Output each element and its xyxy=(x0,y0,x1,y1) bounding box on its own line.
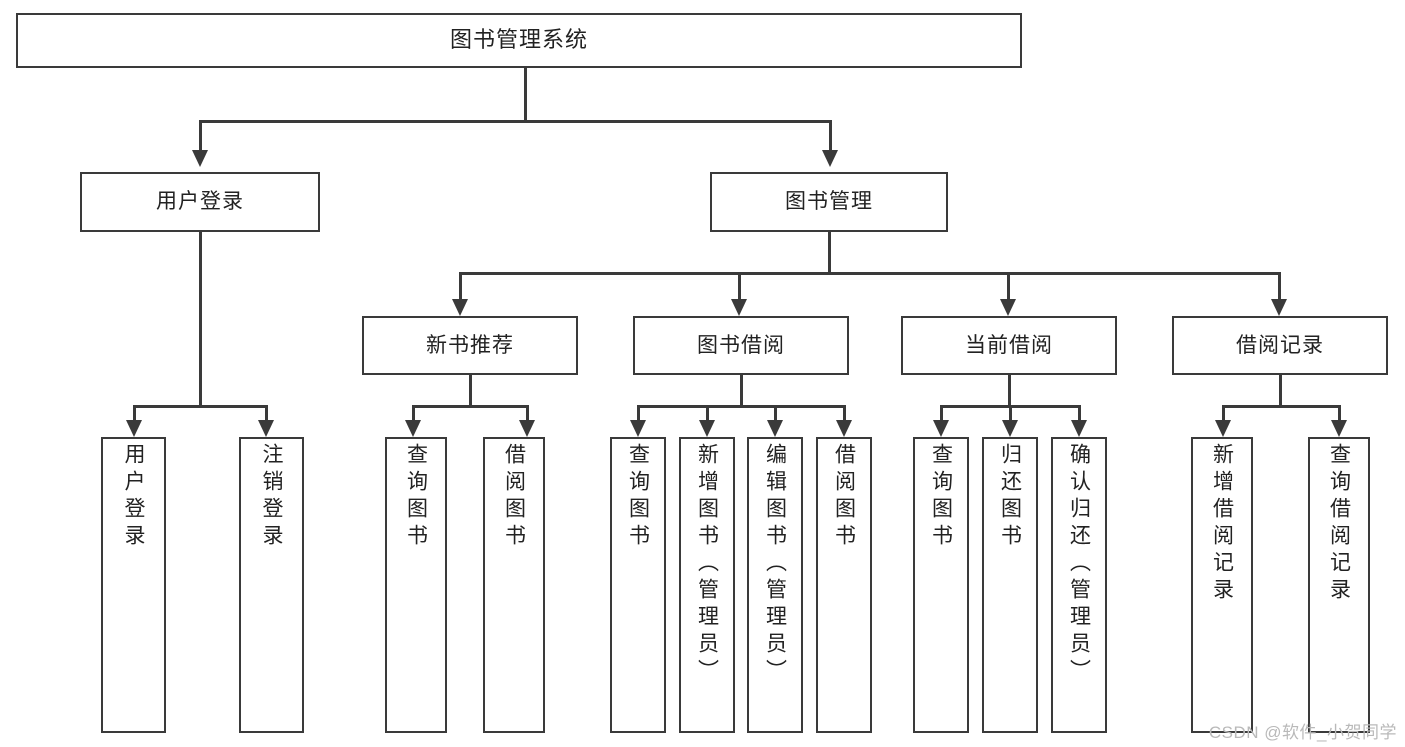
connector-bookmgmt-to-borrow xyxy=(738,272,741,299)
arrowhead-borrow-leaf4 xyxy=(836,420,852,437)
arrowhead-to-userlogin xyxy=(192,150,208,167)
arrowhead-newbook-leaf2 xyxy=(519,420,535,437)
node-label: 确认归还（管理员） xyxy=(1067,443,1091,686)
arrowhead-userlogin-leaf1 xyxy=(126,420,142,437)
node-label: 图书借阅 xyxy=(697,333,785,357)
connector-borrow-stem xyxy=(740,375,743,405)
leaf-confirm-return-admin[interactable]: 确认归还（管理员） xyxy=(1051,437,1107,733)
connector-record-leaf1 xyxy=(1222,405,1225,420)
connector-record-bar xyxy=(1222,405,1340,408)
node-label: 编辑图书（管理员） xyxy=(763,443,787,686)
node-label: 新增图书（管理员） xyxy=(695,443,719,686)
leaf-borrow-book-recommend[interactable]: 借阅图书 xyxy=(483,437,545,733)
arrowhead-to-borrow xyxy=(731,299,747,316)
leaf-query-book-current[interactable]: 查询图书 xyxy=(913,437,969,733)
node-label: 查询借阅记录 xyxy=(1327,443,1351,605)
node-label: 借阅记录 xyxy=(1236,333,1324,357)
arrowhead-borrow-leaf3 xyxy=(767,420,783,437)
node-current-borrow[interactable]: 当前借阅 xyxy=(901,316,1117,375)
arrowhead-current-leaf2 xyxy=(1002,420,1018,437)
node-user-login[interactable]: 用户登录 xyxy=(80,172,320,232)
arrowhead-current-leaf3 xyxy=(1071,420,1087,437)
connector-borrow-leaf4 xyxy=(843,405,846,420)
node-label: 查询图书 xyxy=(929,443,953,551)
node-borrow-record[interactable]: 借阅记录 xyxy=(1172,316,1388,375)
connector-root-stem xyxy=(524,68,527,120)
leaf-query-book-borrow[interactable]: 查询图书 xyxy=(610,437,666,733)
node-book-borrow[interactable]: 图书借阅 xyxy=(633,316,849,375)
leaf-query-book-recommend[interactable]: 查询图书 xyxy=(385,437,447,733)
arrowhead-record-leaf2 xyxy=(1331,420,1347,437)
connector-newbook-leaf1 xyxy=(412,405,415,420)
leaf-query-borrow-record[interactable]: 查询借阅记录 xyxy=(1308,437,1370,733)
connector-userlogin-bar xyxy=(133,405,267,408)
leaf-add-book-admin[interactable]: 新增图书（管理员） xyxy=(679,437,735,733)
node-label: 借阅图书 xyxy=(832,443,856,551)
connector-newbook-leaf2 xyxy=(526,405,529,420)
node-root-system[interactable]: 图书管理系统 xyxy=(16,13,1022,68)
arrowhead-newbook-leaf1 xyxy=(405,420,421,437)
connector-newbook-bar xyxy=(412,405,528,408)
node-label: 注销登录 xyxy=(260,443,283,551)
node-label: 当前借阅 xyxy=(965,333,1053,357)
leaf-user-login[interactable]: 用户登录 xyxy=(101,437,166,733)
connector-current-leaf3 xyxy=(1078,405,1081,420)
connector-newbook-stem xyxy=(469,375,472,405)
node-label: 查询图书 xyxy=(626,443,650,551)
node-new-book-recommend[interactable]: 新书推荐 xyxy=(362,316,578,375)
node-label: 归还图书 xyxy=(998,443,1022,551)
arrowhead-borrow-leaf1 xyxy=(630,420,646,437)
node-label: 图书管理 xyxy=(785,190,873,214)
connector-root-to-userlogin xyxy=(199,120,202,150)
arrowhead-record-leaf1 xyxy=(1215,420,1231,437)
node-label: 借阅图书 xyxy=(502,443,526,551)
connector-borrow-leaf3 xyxy=(774,405,777,420)
node-label: 新增借阅记录 xyxy=(1210,443,1234,605)
connector-current-leaf1 xyxy=(940,405,943,420)
connector-root-to-bookmgmt xyxy=(829,120,832,150)
node-label: 查询图书 xyxy=(404,443,428,551)
connector-userlogin-leaf1 xyxy=(133,405,136,420)
connector-record-stem xyxy=(1279,375,1282,405)
connector-bookmgmt-to-newbook xyxy=(459,272,462,299)
arrowhead-to-bookmgmt xyxy=(822,150,838,167)
connector-bookmgmt-to-current xyxy=(1007,272,1010,299)
connector-current-leaf2 xyxy=(1009,405,1012,420)
node-label: 用户登录 xyxy=(156,190,244,214)
connector-userlogin-stem xyxy=(199,232,202,405)
arrowhead-borrow-leaf2 xyxy=(699,420,715,437)
connector-current-stem xyxy=(1008,375,1011,405)
connector-borrow-bar xyxy=(637,405,845,408)
arrowhead-to-newbook xyxy=(452,299,468,316)
watermark-csdn: CSDN @软件_小贺同学 xyxy=(1208,723,1397,742)
leaf-add-borrow-record[interactable]: 新增借阅记录 xyxy=(1191,437,1253,733)
connector-root-bar xyxy=(199,120,831,123)
connector-bookmgmt-stem xyxy=(828,232,831,272)
arrowhead-userlogin-leaf2 xyxy=(258,420,274,437)
arrowhead-to-current xyxy=(1000,299,1016,316)
leaf-logout[interactable]: 注销登录 xyxy=(239,437,304,733)
node-book-management[interactable]: 图书管理 xyxy=(710,172,948,232)
leaf-return-book[interactable]: 归还图书 xyxy=(982,437,1038,733)
arrowhead-to-record xyxy=(1271,299,1287,316)
connector-userlogin-leaf2 xyxy=(265,405,268,420)
arrowhead-current-leaf1 xyxy=(933,420,949,437)
connector-borrow-leaf1 xyxy=(637,405,640,420)
connector-bookmgmt-to-record xyxy=(1278,272,1281,299)
leaf-edit-book-admin[interactable]: 编辑图书（管理员） xyxy=(747,437,803,733)
connector-borrow-leaf2 xyxy=(706,405,709,420)
node-label: 用户登录 xyxy=(122,443,145,551)
node-label: 新书推荐 xyxy=(426,333,514,357)
node-label: 图书管理系统 xyxy=(449,27,588,53)
connector-bookmgmt-bar xyxy=(459,272,1281,275)
connector-record-leaf2 xyxy=(1338,405,1341,420)
leaf-borrow-book[interactable]: 借阅图书 xyxy=(816,437,872,733)
